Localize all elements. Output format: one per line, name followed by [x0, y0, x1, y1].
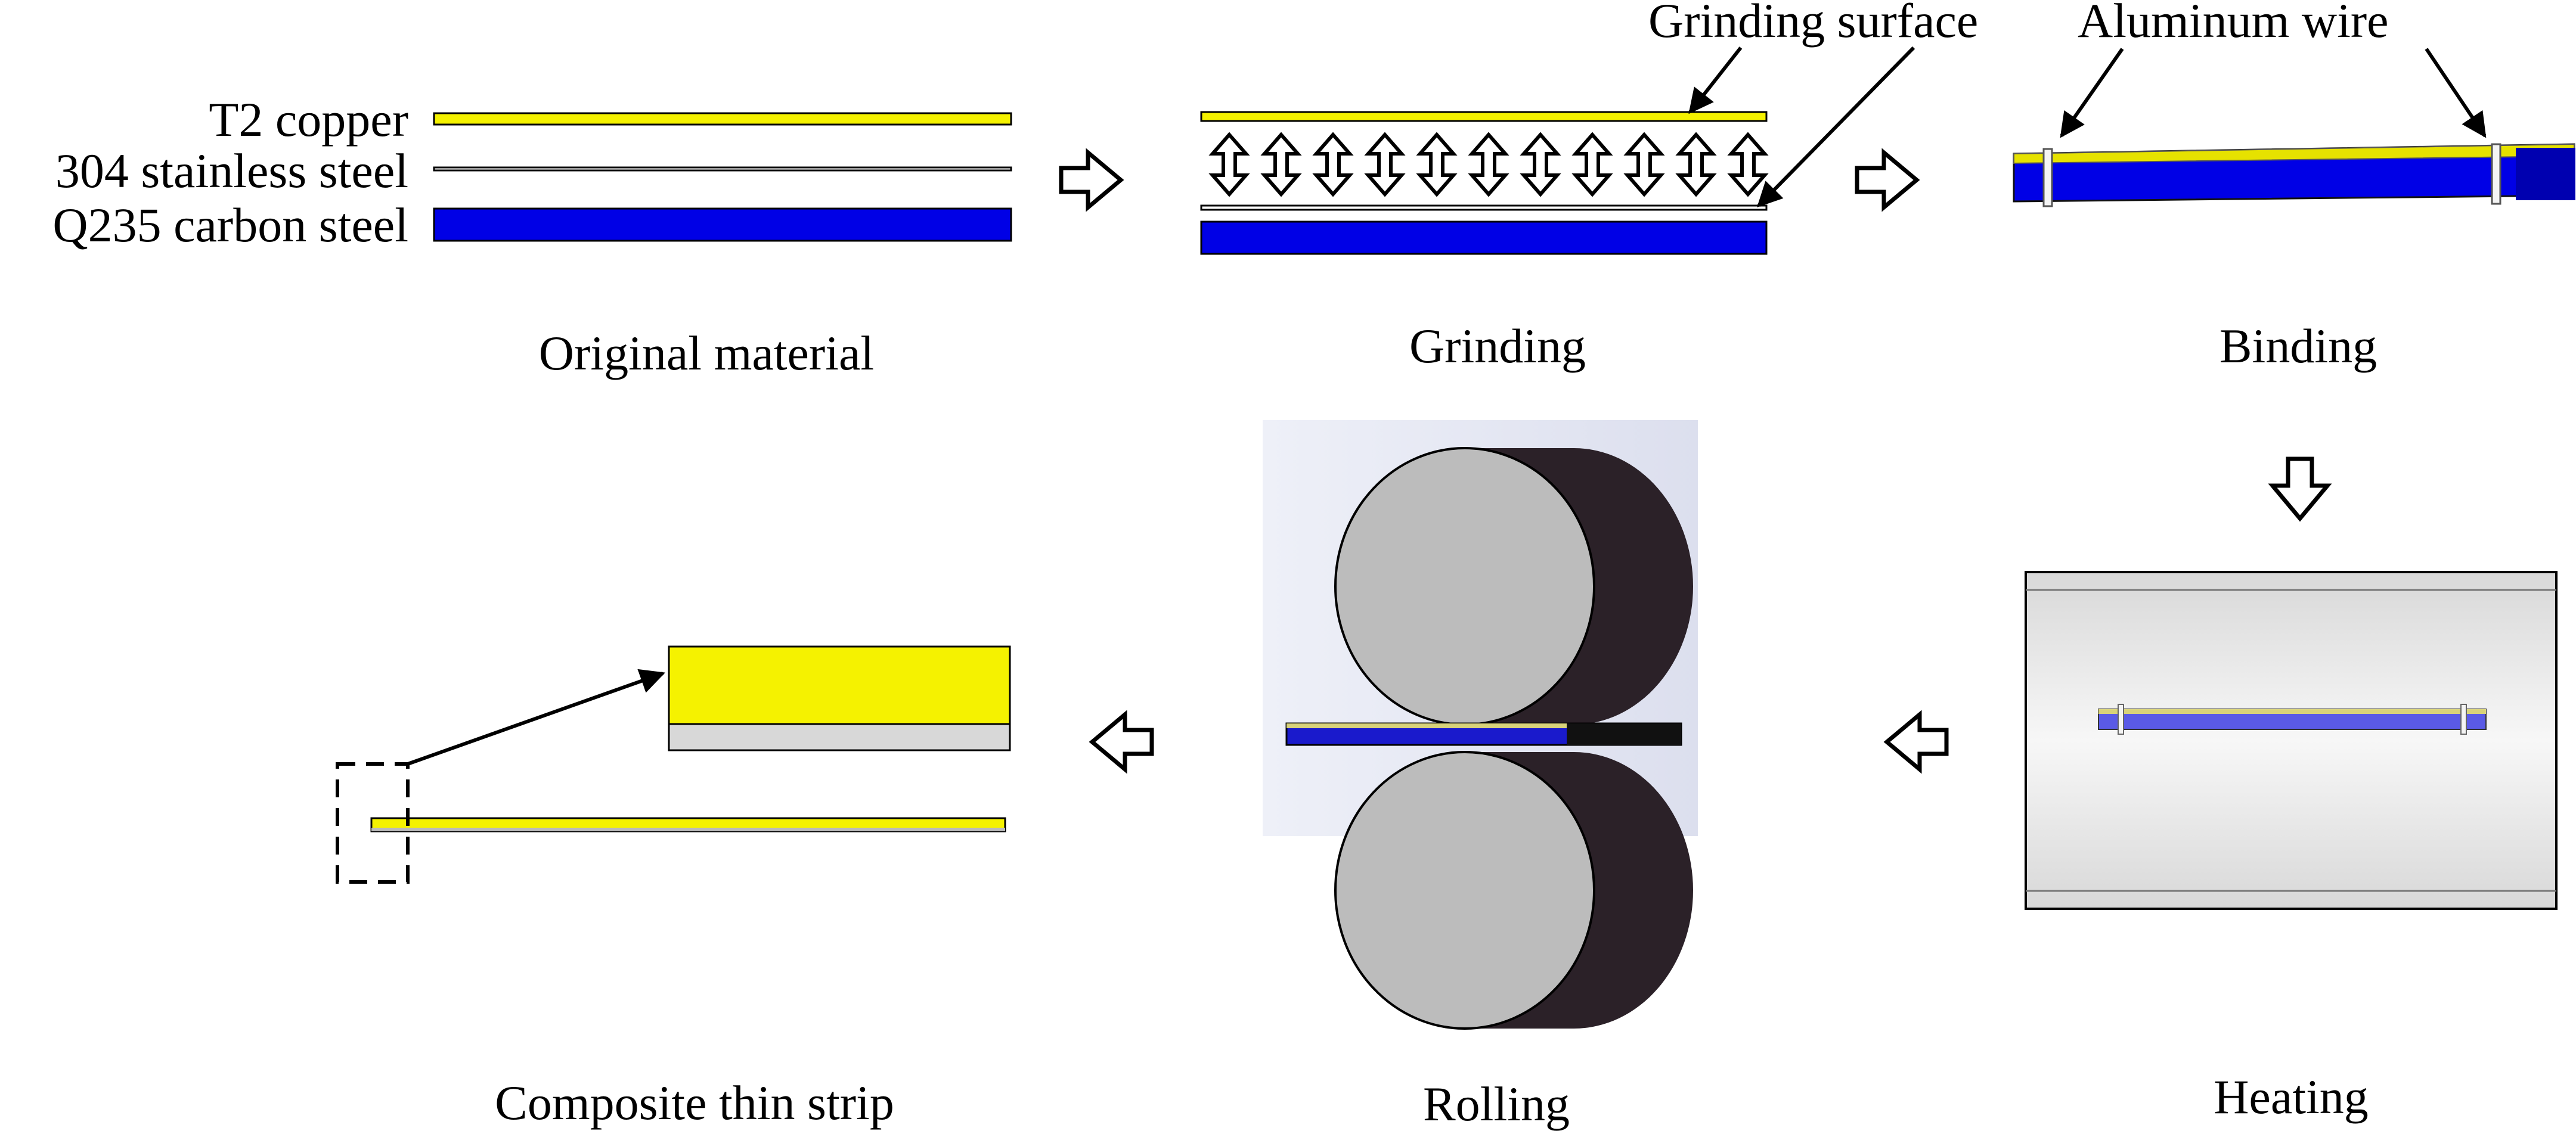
carbon-steel-plate: [433, 207, 1012, 242]
zoom-stainless-layer: [668, 723, 1011, 751]
step-label-grinding: Grinding: [1409, 319, 1586, 373]
step-label-heating: Heating: [2214, 1070, 2369, 1124]
double-headed-arrow-icon: [1576, 135, 1609, 194]
grinding-arrows: [1213, 135, 1765, 194]
copper-plate: [433, 112, 1012, 126]
pointer-arrow-icon: [1688, 46, 1743, 114]
double-headed-arrow-icon: [1731, 135, 1765, 194]
zoom-copper-layer: [668, 645, 1011, 725]
stainless-plate: [433, 166, 1012, 172]
grinding-copper-plate: [1200, 111, 1768, 122]
grinding-stainless-plate: [1200, 204, 1768, 211]
double-headed-arrow-icon: [1628, 135, 1661, 194]
hollow-arrow-icon: [1857, 153, 1917, 207]
step-label-binding: Binding: [2219, 319, 2377, 373]
annotation-aluminum-wire: Aluminum wire: [2078, 0, 2389, 48]
double-headed-arrow-icon: [1679, 135, 1713, 194]
rolling-strip-copper: [1287, 723, 1567, 728]
pointer-arrow-icon: [2425, 48, 2487, 138]
top-roll-face: [1334, 447, 1595, 726]
aluminum-wire-right: [2491, 143, 2501, 205]
heated-wire-right: [2460, 704, 2467, 735]
composite-strip-base: [371, 828, 1005, 831]
hollow-arrow-icon: [1887, 714, 1946, 769]
pointer-arrow-icon: [407, 669, 665, 766]
heating-group: Heating: [2025, 571, 2558, 1124]
bottom-roll-face: [1334, 751, 1595, 1030]
label-t2-copper: T2 copper: [209, 92, 408, 147]
rolling-group: Rolling: [1263, 420, 1698, 1131]
double-headed-arrow-icon: [1420, 135, 1453, 194]
label-304-stainless: 304 stainless steel: [55, 144, 408, 198]
heated-stack-copper: [2098, 709, 2486, 714]
rolling-strip-exit: [1567, 723, 1681, 745]
aluminum-wire-left: [2042, 148, 2053, 207]
annotation-grinding-surface: Grinding surface: [1648, 0, 1978, 48]
zoom-region-box: [336, 762, 410, 884]
step-label-rolling: Rolling: [1423, 1077, 1570, 1131]
grinding-group: Grinding surface Grinding: [1200, 0, 1978, 373]
original-material-group: T2 copper 304 stainless steel Q235 carbo…: [52, 92, 1012, 380]
double-headed-arrow-icon: [1524, 135, 1557, 194]
heated-wire-left: [2118, 704, 2124, 735]
pointer-arrow-icon: [2060, 48, 2124, 138]
double-headed-arrow-icon: [1213, 135, 1246, 194]
hollow-arrow-icon: [2273, 459, 2327, 518]
pointer-arrow-icon: [1757, 46, 1915, 207]
binding-group: Aluminum wire Binding: [2013, 0, 2575, 373]
step-label-composite: Composite thin strip: [495, 1076, 894, 1130]
double-headed-arrow-icon: [1316, 135, 1350, 194]
grinding-carbon-plate: [1200, 220, 1768, 255]
bound-stack-end: [2516, 148, 2575, 200]
label-q235-carbon: Q235 carbon steel: [52, 198, 408, 252]
double-headed-arrow-icon: [1472, 135, 1505, 194]
hollow-arrow-icon: [1092, 714, 1152, 769]
double-headed-arrow-icon: [1368, 135, 1402, 194]
furnace-body: [2025, 571, 2558, 910]
hollow-arrow-icon: [1061, 153, 1121, 207]
double-headed-arrow-icon: [1264, 135, 1298, 194]
composite-group: Composite thin strip: [336, 645, 1011, 1130]
step-label-original: Original material: [539, 326, 874, 380]
